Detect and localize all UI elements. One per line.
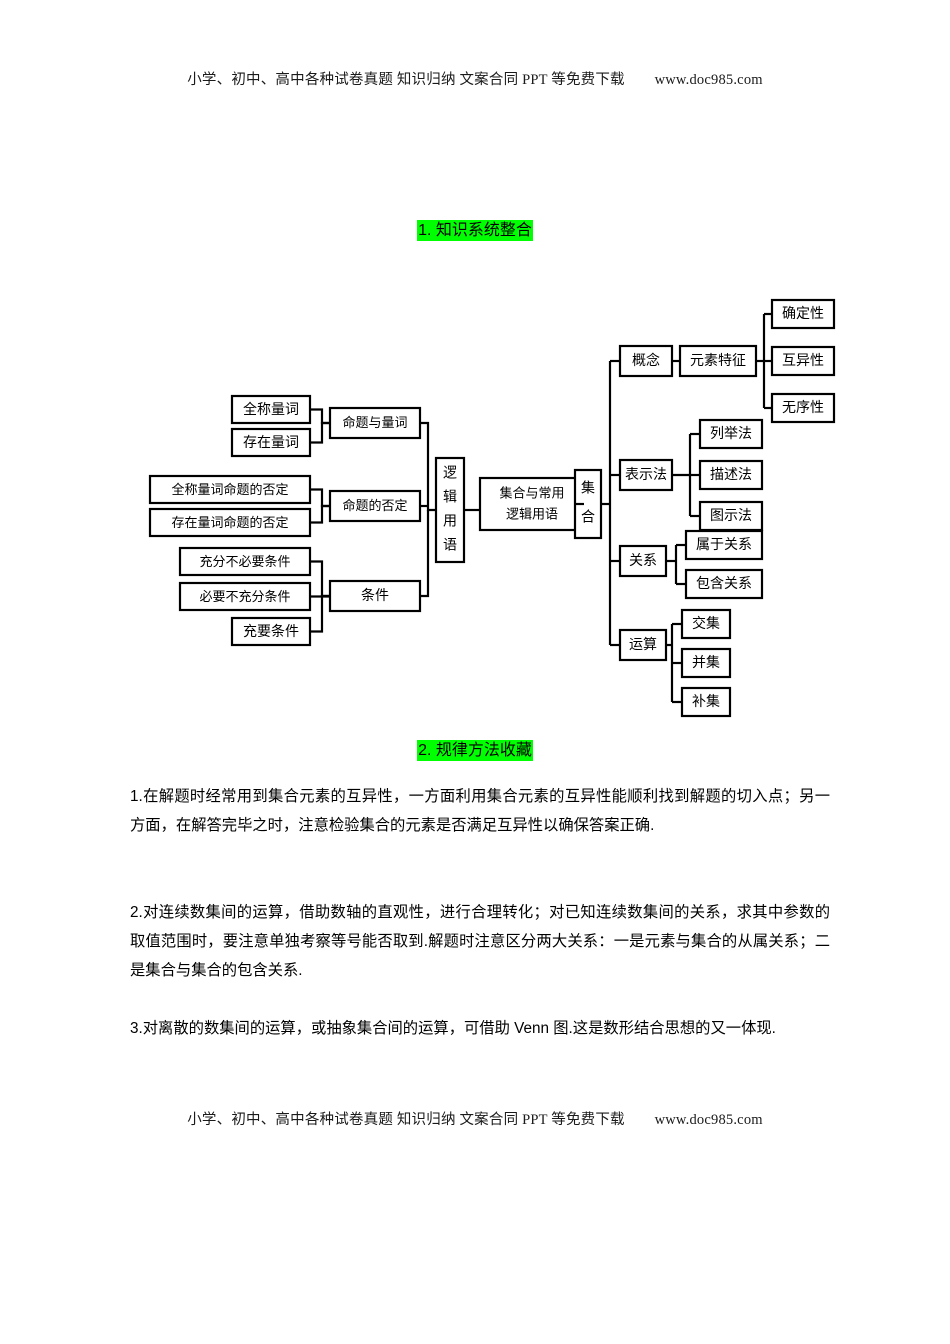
node-negation-existential: 存在量词命题的否定 — [148, 507, 312, 538]
node-condition: 条件 — [328, 579, 422, 613]
running-header: 小学、初中、高中各种试卷真题 知识归纳 文案合同 PPT 等免费下载 www.d… — [0, 68, 950, 89]
connector — [310, 504, 330, 524]
node-label-line-2: 合 — [581, 509, 595, 525]
node-label: 全称量词命题的否定 — [171, 482, 288, 497]
node-label: 属于关系 — [696, 536, 752, 552]
node-relation: 关系 — [618, 544, 668, 578]
node-label: 必要不充分条件 — [199, 589, 290, 604]
paragraph-3: 3.对离散的数集间的运算，或抽象集合间的运算，可借助 Venn 图.这是数形结合… — [130, 1020, 776, 1037]
connector — [420, 510, 430, 598]
node-label: 充分不必要条件 — [199, 554, 290, 569]
node-label: 图示法 — [710, 507, 752, 523]
node-label: 命题的否定 — [342, 498, 407, 513]
paragraph-2: 2.对连续数集间的运算，借助数轴的直观性，进行合理转化；对已知连续数集间的关系，… — [130, 904, 830, 979]
node-quantifier-existential: 存在量词 — [230, 427, 312, 458]
section-title-methods: 2. 规律方法收藏 — [0, 736, 950, 761]
node-label-line-4: 语 — [443, 537, 457, 553]
node-label: 充要条件 — [243, 623, 299, 639]
node-label-line-1: 逻 — [443, 465, 457, 481]
node-concept: 概念 — [618, 344, 674, 378]
node-label: 全称量词 — [243, 401, 299, 417]
node-label: 存在量词命题的否定 — [171, 515, 288, 530]
node-representation: 表示法 — [618, 458, 674, 492]
node-union: 并集 — [680, 647, 732, 679]
node-label-line-3: 用 — [443, 513, 457, 529]
mindmap-svg: 全称量词 存在量词 全称量词命题的否定 存在量词命题的否定 充分不必要条件 必要… — [148, 298, 836, 718]
section-title-knowledge: 1. 知识系统整合 — [0, 216, 950, 241]
section-title-methods-label: 2. 规律方法收藏 — [417, 740, 533, 761]
node-mutex: 互异性 — [770, 345, 836, 377]
node-label: 互异性 — [782, 352, 824, 368]
node-quantifier-universal: 全称量词 — [230, 394, 312, 425]
node-label-line-1: 集合与常用 — [499, 485, 564, 500]
paragraph-1: 1.在解题时经常用到集合元素的互异性，一方面利用集合元素的互异性能顺利找到解题的… — [130, 788, 830, 834]
node-root: 集合与常用 逻辑用语 — [478, 476, 586, 532]
node-label: 确定性 — [782, 305, 824, 321]
running-footer-text: 小学、初中、高中各种试卷真题 知识归纳 文案合同 PPT 等免费下载 — [187, 1112, 625, 1128]
node-label: 无序性 — [782, 399, 824, 415]
node-cond-necessary: 必要不充分条件 — [178, 581, 312, 612]
connector — [420, 421, 436, 512]
node-label: 运算 — [629, 636, 657, 652]
mindmap-diagram: 全称量词 存在量词 全称量词命题的否定 存在量词命题的否定 充分不必要条件 必要… — [0, 280, 950, 720]
connector — [310, 488, 330, 508]
node-label-line-1: 集 — [581, 480, 595, 496]
node-proposition-quantifier: 命题与量词 — [328, 406, 422, 440]
node-element-feature: 元素特征 — [678, 344, 758, 378]
node-label-line-2: 逻辑用语 — [506, 506, 558, 521]
node-label: 包含关系 — [696, 575, 752, 591]
node-enumeration: 列举法 — [698, 418, 764, 450]
running-footer: 小学、初中、高中各种试卷真题 知识归纳 文案合同 PPT 等免费下载 www.d… — [0, 1108, 950, 1129]
node-cond-iff: 充要条件 — [230, 616, 312, 647]
node-label-line-2: 辑 — [443, 489, 457, 505]
node-belongs-to: 属于关系 — [684, 529, 764, 561]
node-proposition-negation: 命题的否定 — [328, 489, 422, 523]
node-cond-sufficient: 充分不必要条件 — [178, 546, 312, 577]
running-footer-site: www.doc985.com — [654, 1112, 763, 1128]
node-unordered: 无序性 — [770, 392, 836, 424]
node-operation: 运算 — [618, 628, 668, 662]
node-label: 列举法 — [710, 425, 752, 441]
node-label: 表示法 — [625, 466, 667, 482]
node-label: 补集 — [692, 693, 720, 709]
section-title-knowledge-label: 1. 知识系统整合 — [417, 220, 533, 241]
node-label: 关系 — [629, 552, 657, 568]
node-contains: 包含关系 — [684, 568, 764, 600]
node-label: 描述法 — [710, 466, 752, 482]
node-intersection: 交集 — [680, 608, 732, 640]
node-label: 交集 — [692, 615, 720, 631]
node-label: 并集 — [692, 654, 720, 670]
running-header-site: www.doc985.com — [654, 72, 763, 88]
node-determinacy: 确定性 — [770, 298, 836, 330]
connector — [310, 560, 330, 598]
connector — [310, 594, 330, 633]
connector — [310, 408, 330, 425]
running-header-text: 小学、初中、高中各种试卷真题 知识归纳 文案合同 PPT 等免费下载 — [187, 72, 625, 88]
connector — [310, 421, 330, 444]
node-logic-terms: 逻 辑 用 语 — [434, 456, 466, 564]
node-label: 命题与量词 — [342, 415, 407, 430]
node-complement: 补集 — [680, 686, 732, 718]
node-venn-method: 图示法 — [698, 500, 764, 532]
node-label: 概念 — [632, 352, 660, 368]
node-negation-universal: 全称量词命题的否定 — [148, 474, 312, 505]
node-description: 描述法 — [698, 459, 764, 491]
node-label: 条件 — [361, 587, 389, 603]
node-label: 存在量词 — [243, 434, 299, 450]
node-label: 元素特征 — [690, 352, 746, 368]
